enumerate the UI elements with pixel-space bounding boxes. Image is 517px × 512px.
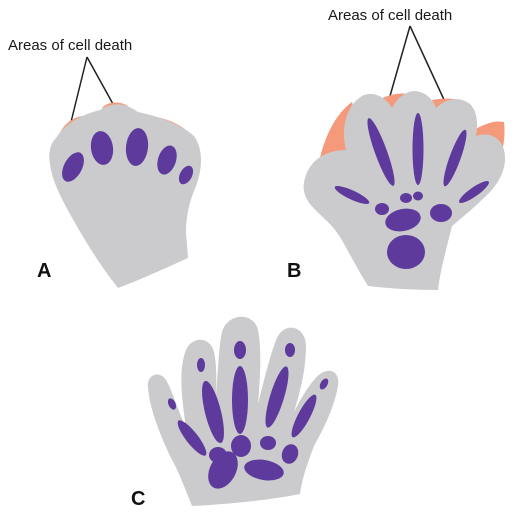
- panel-label-c: C: [131, 488, 145, 511]
- limb-c: [148, 317, 339, 506]
- callout-line-a2: [87, 57, 113, 104]
- bone-b-carpal-2: [400, 193, 412, 203]
- cell-death-label-left: Areas of cell death: [8, 37, 132, 54]
- bone-c-digit4-distal: [285, 343, 295, 357]
- panel-label-a: A: [37, 260, 51, 283]
- bone-b-digit-3: [413, 113, 424, 185]
- bone-b-carpal-3: [413, 192, 423, 201]
- bone-b-wrist: [387, 235, 425, 269]
- bone-c-digit3-distal: [234, 341, 246, 359]
- limb-b: [304, 91, 505, 290]
- limb-a-tissue: [49, 104, 201, 288]
- cell-death-label-right: Areas of cell death: [328, 7, 452, 24]
- callout-line-b1: [390, 26, 410, 96]
- bone-c-digit2-distal: [197, 358, 205, 372]
- bone-c-digit3-middle: [232, 366, 248, 434]
- panel-label-b: B: [287, 260, 301, 283]
- bone-c-carpal-3: [260, 436, 276, 450]
- limb-a: [49, 102, 201, 288]
- bone-b-carpal-1: [375, 203, 389, 215]
- bone-b-carpal-4: [430, 204, 452, 222]
